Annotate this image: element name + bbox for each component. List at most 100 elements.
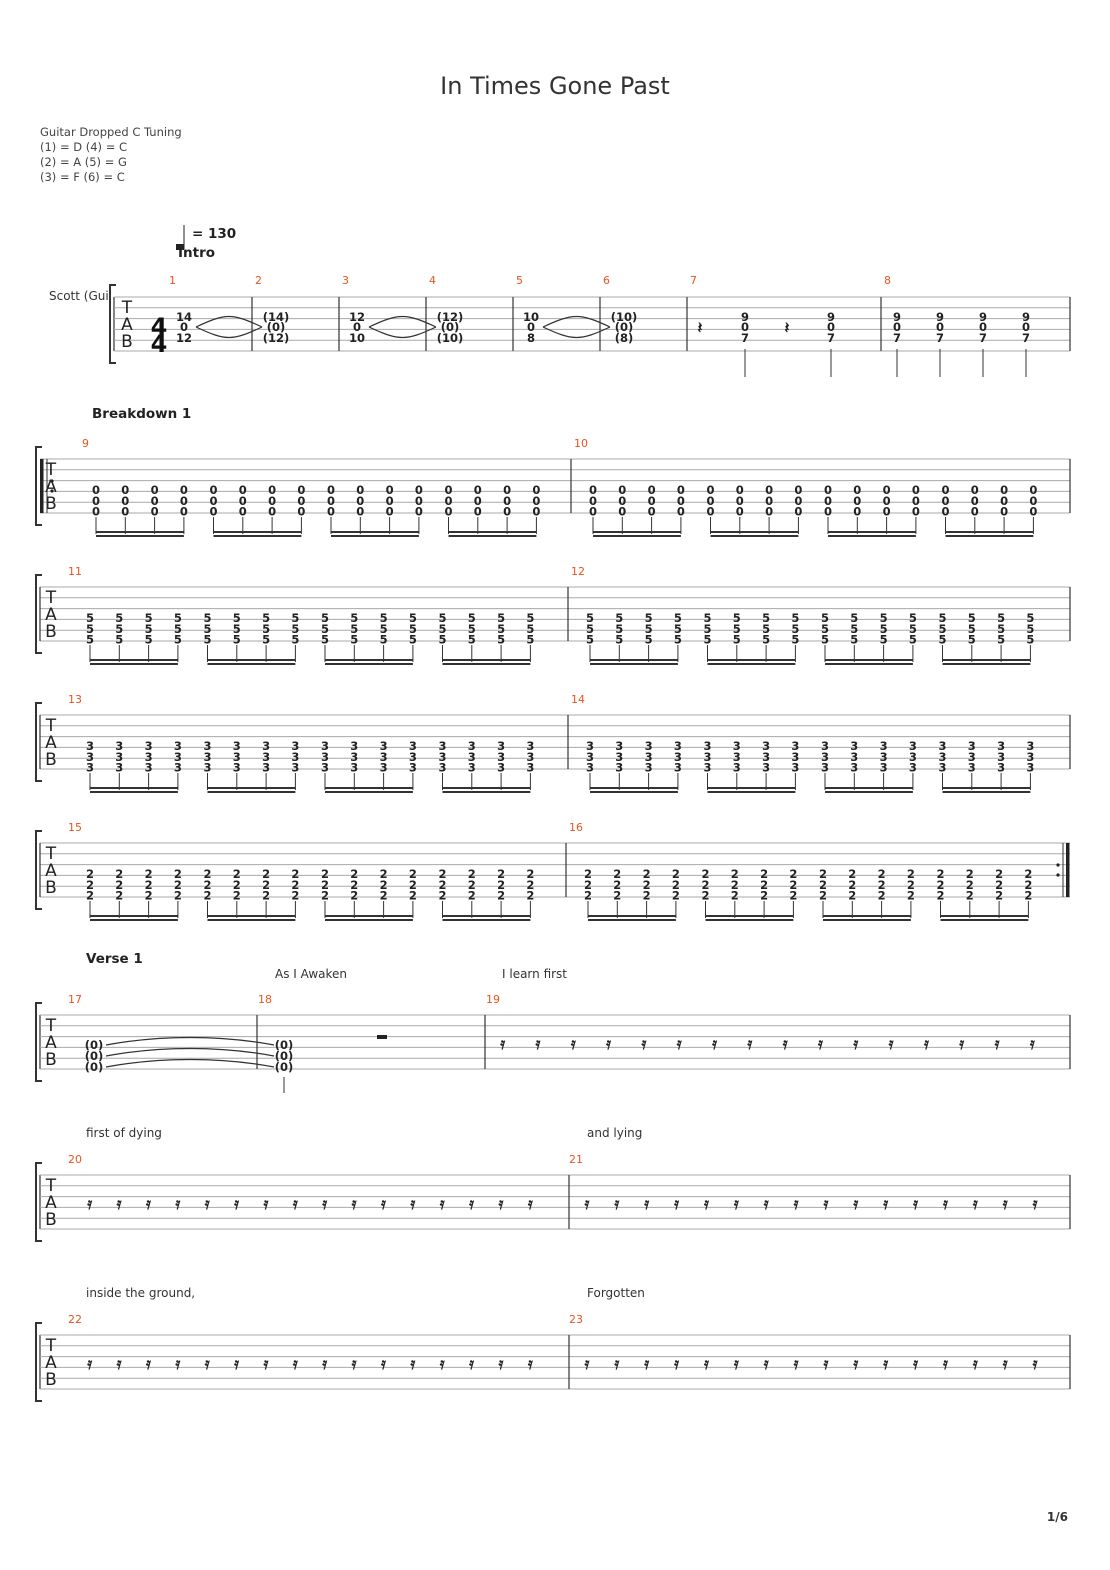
- fret-number: 10: [523, 310, 539, 324]
- fret-number: 2: [86, 867, 94, 881]
- sixteenth-rest-icon: 𝄿: [882, 1194, 889, 1213]
- fret-number: 2: [86, 889, 94, 903]
- song-title: In Times Gone Past: [440, 72, 670, 100]
- fret-number: 0: [1000, 494, 1008, 508]
- fret-number: 5: [291, 633, 299, 647]
- fret-number: 3: [409, 761, 417, 775]
- fret-number: 0: [736, 505, 744, 519]
- fret-number: 0: [268, 483, 276, 497]
- fret-number: 2: [672, 867, 680, 881]
- fret-number: 3: [145, 761, 153, 775]
- fret-number: 5: [262, 622, 270, 636]
- fret-number: 0: [415, 505, 423, 519]
- sixteenth-rest-icon: 𝄿: [640, 1034, 647, 1053]
- fret-number: 0: [474, 505, 482, 519]
- sixteenth-rest-icon: 𝄿: [380, 1194, 387, 1213]
- fret-number: 0: [503, 483, 511, 497]
- fret-number: 2: [291, 889, 299, 903]
- system-bracket: [35, 830, 42, 910]
- fret-number: 0: [1022, 320, 1030, 334]
- fret-number: 0: [209, 505, 217, 519]
- measure-number: 18: [258, 993, 272, 1006]
- fret-number: 2: [350, 867, 358, 881]
- fret-number: 3: [115, 761, 123, 775]
- fret-number: 3: [997, 739, 1005, 753]
- fret-number: 3: [821, 761, 829, 775]
- fret-number: 3: [438, 739, 446, 753]
- fret-number: 0: [239, 505, 247, 519]
- fret-number: 5: [526, 622, 534, 636]
- tab-letter-a: A: [45, 1193, 57, 1213]
- fret-number: 5: [909, 622, 917, 636]
- fret-number: 3: [233, 750, 241, 764]
- fret-number: 0: [527, 320, 535, 334]
- sixteenth-rest-icon: 𝄿: [292, 1354, 299, 1373]
- sixteenth-rest-icon: 𝄿: [703, 1354, 710, 1373]
- fret-number: 5: [762, 611, 770, 625]
- fret-number: 2: [760, 889, 768, 903]
- measure-number: 1: [169, 274, 176, 287]
- fret-number: 0: [327, 494, 335, 508]
- fret-number: 5: [850, 622, 858, 636]
- tab-letter-b: B: [45, 878, 57, 898]
- measure-number: 15: [68, 821, 82, 834]
- fret-number: 2: [907, 878, 915, 892]
- fret-number: 5: [645, 611, 653, 625]
- fret-number: 5: [821, 611, 829, 625]
- fret-number: 0: [92, 505, 100, 519]
- fret-number: 2: [584, 889, 592, 903]
- fret-number: 3: [586, 739, 594, 753]
- fret-number: 0: [883, 494, 891, 508]
- fret-number: 5: [497, 622, 505, 636]
- fret-number: 0: [151, 494, 159, 508]
- fret-number: 2: [643, 889, 651, 903]
- fret-number: 0: [180, 505, 188, 519]
- fret-number: 0: [824, 505, 832, 519]
- fret-number: 5: [821, 633, 829, 647]
- fret-number: 3: [145, 739, 153, 753]
- tie-curve: [105, 1047, 275, 1057]
- fret-number: 2: [115, 878, 123, 892]
- sixteenth-rest-icon: 𝄿: [527, 1354, 534, 1373]
- fret-number: 2: [115, 867, 123, 881]
- fret-number: 2: [672, 878, 680, 892]
- fret-number: (14): [263, 310, 290, 324]
- sixteenth-rest-icon: 𝄿: [882, 1354, 889, 1373]
- tab-letter-b: B: [45, 1210, 57, 1230]
- fret-number: 2: [321, 867, 329, 881]
- fret-number: 5: [850, 633, 858, 647]
- fret-number: 3: [526, 739, 534, 753]
- fret-number: 3: [674, 750, 682, 764]
- sixteenth-rest-icon: 𝄿: [613, 1354, 620, 1373]
- fret-number: (0): [85, 1049, 104, 1063]
- fret-number: 3: [791, 750, 799, 764]
- fret-number: 5: [321, 611, 329, 625]
- tab-letter-t: T: [45, 1336, 57, 1356]
- fret-number: 2: [380, 889, 388, 903]
- fret-number: 0: [941, 505, 949, 519]
- sixteenth-rest-icon: 𝄿: [942, 1194, 949, 1213]
- fret-number: 0: [677, 505, 685, 519]
- fret-number: 0: [268, 505, 276, 519]
- sixteenth-rest-icon: 𝄿: [233, 1194, 240, 1213]
- fret-number: 3: [321, 761, 329, 775]
- fret-number: 5: [526, 633, 534, 647]
- fret-number: 2: [701, 867, 709, 881]
- fret-number: 5: [350, 611, 358, 625]
- fret-number: 3: [909, 750, 917, 764]
- fret-number: 5: [145, 633, 153, 647]
- repeat-dot: [50, 479, 54, 483]
- fret-number: 3: [526, 761, 534, 775]
- sixteenth-rest-icon: 𝄿: [958, 1034, 965, 1053]
- fret-number: 5: [674, 611, 682, 625]
- sixteenth-rest-icon: 𝄿: [793, 1194, 800, 1213]
- fret-number: 2: [145, 867, 153, 881]
- fret-number: 5: [262, 633, 270, 647]
- fret-number: 3: [821, 739, 829, 753]
- fret-number: 5: [997, 611, 1005, 625]
- fret-number: 2: [995, 878, 1003, 892]
- fret-number: 5: [380, 633, 388, 647]
- tab-letter-b: B: [121, 332, 133, 352]
- fret-number: 0: [765, 505, 773, 519]
- fret-number: 0: [1029, 483, 1037, 497]
